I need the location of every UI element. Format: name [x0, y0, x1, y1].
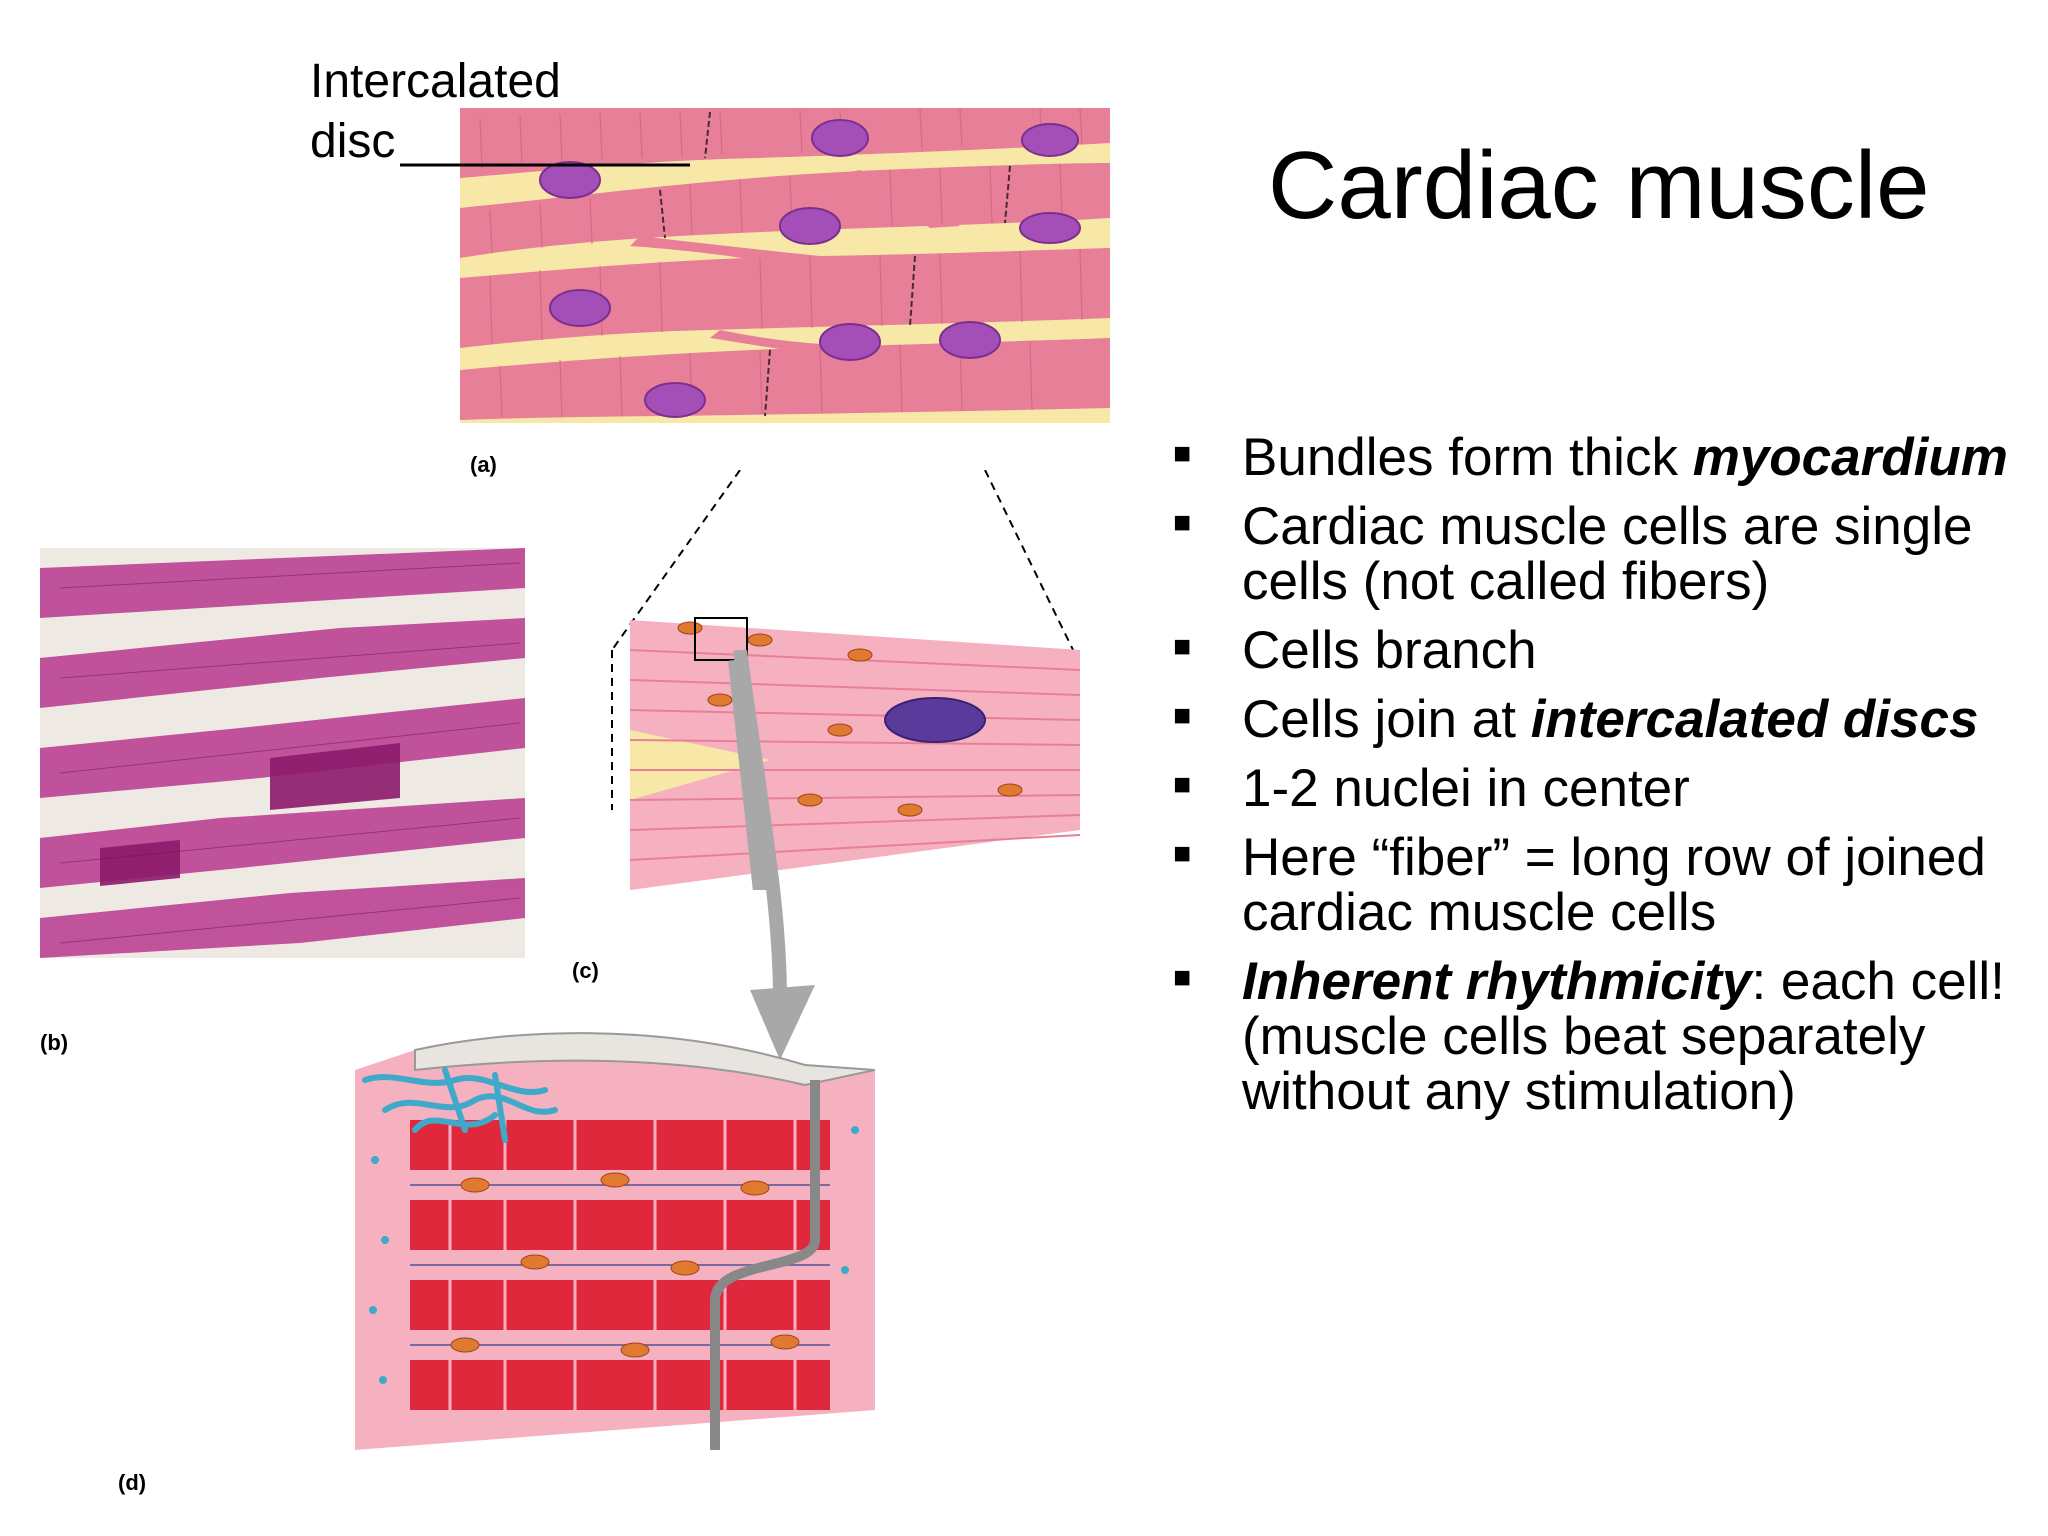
panel-label-b: (b) [40, 1030, 69, 1055]
bullet-text: Bundles form thick [1242, 428, 1693, 487]
bullet-text: Here “fiber” = long row of joined cardia… [1242, 828, 1986, 942]
square-bullet-icon: ■ [1173, 961, 1192, 994]
panel-label-a: (a) [470, 452, 497, 477]
bullet-item: ■ Inherent rhythmicity: each cell! (musc… [1160, 954, 2020, 1119]
bullet-list: ■ Bundles form thick myocardium ■ Cardia… [1160, 430, 2020, 1133]
callout-leader-line [400, 163, 690, 167]
square-bullet-icon: ■ [1173, 506, 1192, 539]
panel-label-d: (d) [118, 1470, 147, 1495]
slide-title: Cardiac muscle [1268, 132, 1930, 239]
bullet-text: Cardiac muscle cells are single cells (n… [1242, 497, 1973, 611]
bullet-item: ■ Cells branch [1160, 623, 2020, 678]
bullet-item: ■ Here “fiber” = long row of joined card… [1160, 830, 2020, 940]
bullet-emphasis: Inherent rhythmicity [1242, 952, 1752, 1011]
bullet-item: ■ Cardiac muscle cells are single cells … [1160, 499, 2020, 609]
intercalated-disc-label: Intercalated disc [310, 52, 610, 172]
enlargement-arrow-icon [733, 650, 815, 1060]
callout-line-2: disc [310, 115, 396, 168]
square-bullet-icon: ■ [1173, 699, 1192, 732]
bullet-text: Cells branch [1242, 621, 1537, 680]
bullet-item: ■ 1-2 nuclei in center [1160, 761, 2020, 816]
panel-d-ultrastructure-block [355, 1032, 875, 1450]
bullet-item: ■ Bundles form thick myocardium [1160, 430, 2020, 485]
panel-c-cardiac-cell-enlargement [611, 470, 1080, 890]
bullet-emphasis: intercalated discs [1530, 690, 1979, 749]
square-bullet-icon: ■ [1173, 437, 1192, 470]
bullet-emphasis: myocardium [1692, 428, 2008, 487]
panel-a-muscle-tissue-illustration [460, 108, 1110, 423]
square-bullet-icon: ■ [1173, 768, 1192, 801]
bullet-item: ■ Cells join at intercalated discs [1160, 692, 2020, 747]
bullet-text: : each cell! (muscle cells beat separate… [1242, 952, 2005, 1121]
bullet-text: 1-2 nuclei in center [1242, 759, 1690, 818]
panel-label-c: (c) [572, 958, 599, 983]
panel-b-histology-micrograph [40, 548, 525, 958]
square-bullet-icon: ■ [1173, 630, 1192, 663]
callout-line-1: Intercalated [310, 55, 561, 108]
square-bullet-icon: ■ [1173, 837, 1192, 870]
bullet-text: Cells join at [1242, 690, 1531, 749]
